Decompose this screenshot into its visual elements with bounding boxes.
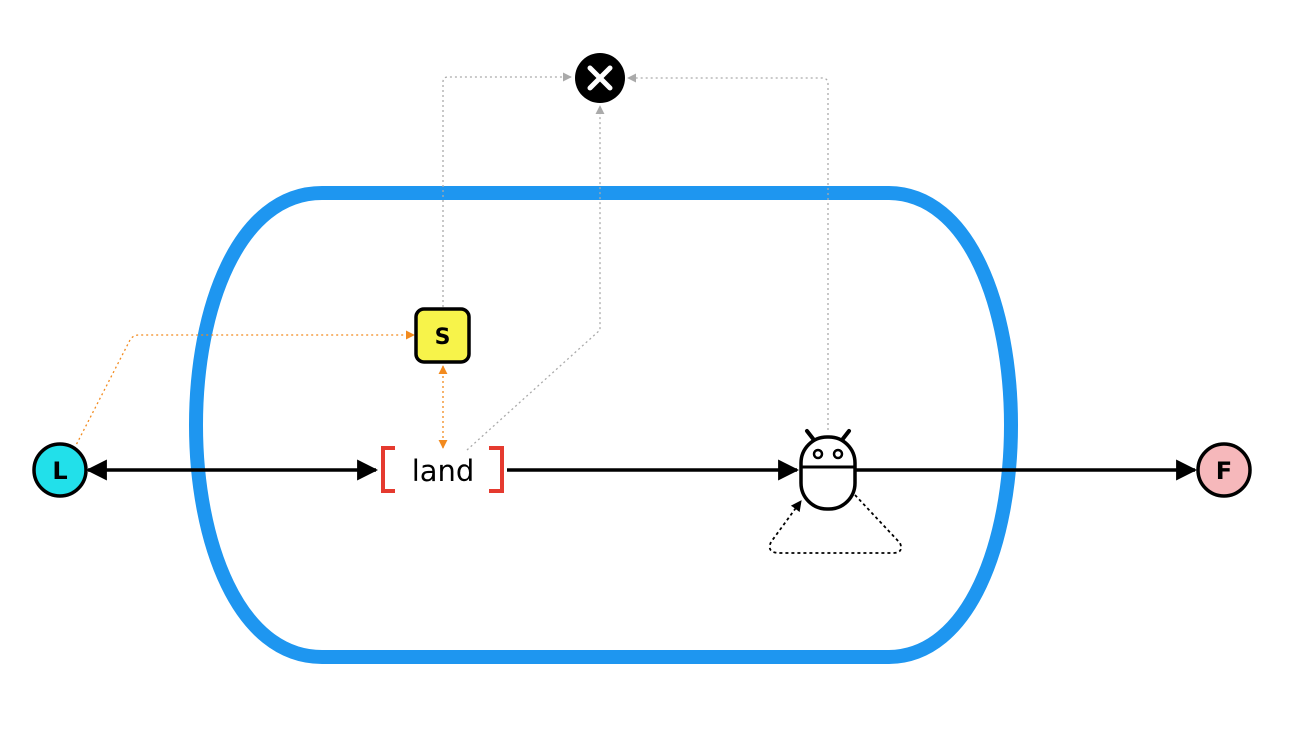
start-node-label: L xyxy=(52,457,67,485)
end-node[interactable]: F xyxy=(1196,442,1252,498)
end-node-label: F xyxy=(1216,457,1232,485)
edge-start-to-status xyxy=(71,330,415,454)
edge-status-to-abort xyxy=(442,72,572,307)
state-bracket-left xyxy=(381,446,395,493)
state-land[interactable]: land xyxy=(381,446,504,493)
edge-robot-to-abort xyxy=(627,73,829,430)
robot-icon[interactable] xyxy=(799,429,857,511)
abort-node[interactable] xyxy=(575,53,625,103)
state-container xyxy=(189,186,1018,664)
close-icon xyxy=(587,65,613,91)
status-edges xyxy=(71,330,448,454)
edge-state-to-abort xyxy=(466,105,605,451)
status-node[interactable]: S xyxy=(414,307,471,364)
state-label: land xyxy=(412,454,475,488)
status-node-label: S xyxy=(435,325,451,350)
start-node[interactable]: L xyxy=(32,442,88,498)
state-bracket-right xyxy=(489,446,504,493)
abort-edges xyxy=(442,72,829,451)
